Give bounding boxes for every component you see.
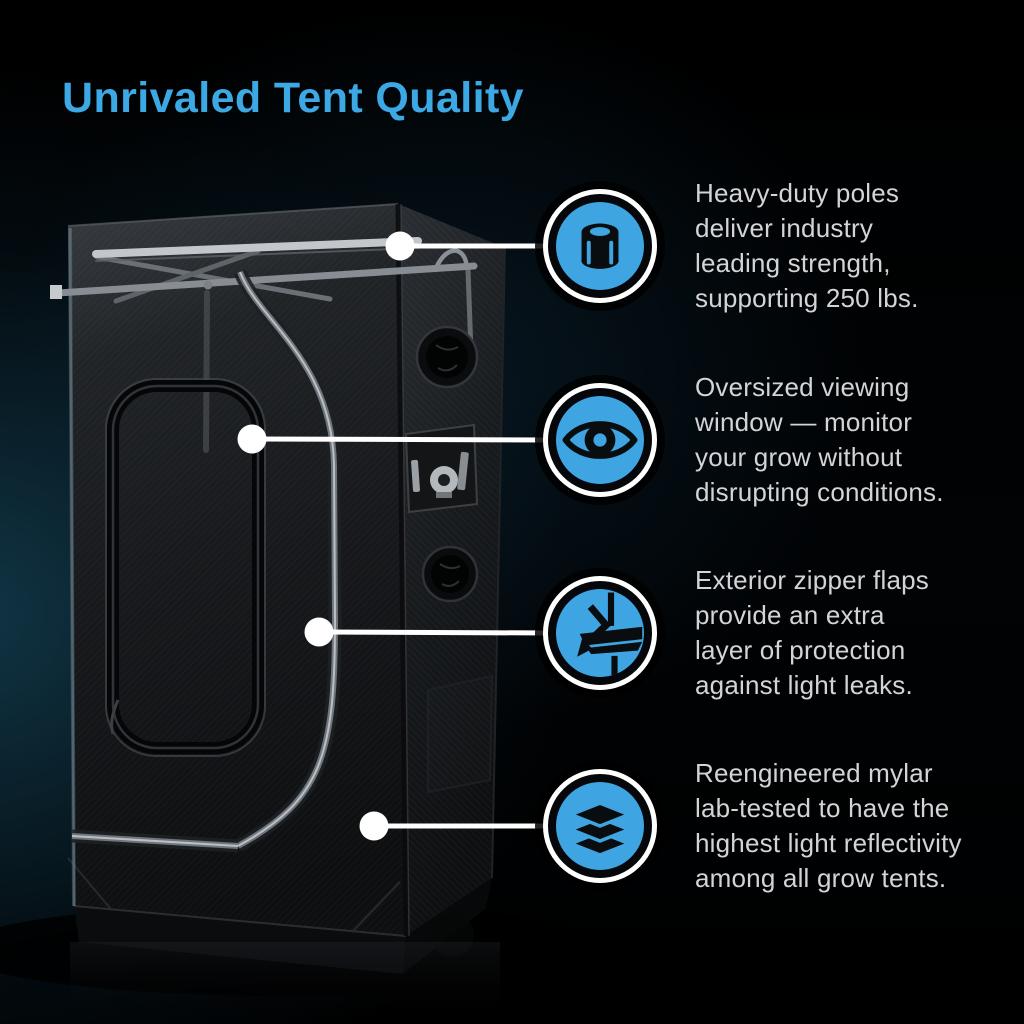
duct-port-middle [421,545,479,603]
feature-heavy-duty-poles: Heavy-duty poles deliver industry leadin… [543,178,919,313]
feature-text-line: against light leaks. [695,670,913,700]
icon-disc [556,782,644,870]
feature-text-line: lab-tested to have the [695,793,950,823]
feature-text-line: among all grow tents. [695,863,947,893]
eye-icon [562,421,638,459]
callout-line-window [251,436,553,443]
feature-icon-badge [543,189,657,303]
icon-disc [556,589,644,677]
feature-text: Reengineered mylar lab-tested to have th… [695,756,962,896]
feature-icon-badge [543,383,657,497]
callout-dot-poles [385,231,415,261]
feature-text-line: your grow without [695,442,903,472]
feature-mylar-reflectivity: Reengineered mylar lab-tested to have th… [543,758,962,893]
side-vent-panel [427,674,494,794]
feature-text-line: provide an extra [695,600,885,630]
feature-text-line: Reengineered mylar [695,758,933,788]
grow-tent [0,203,615,1022]
zipper-flap-icon [577,592,643,676]
callout-dot-mylar [359,811,389,841]
feature-text: Heavy-duty poles deliver industry leadin… [695,176,919,316]
viewing-window [105,378,266,757]
feature-text-line: supporting 250 lbs. [695,283,919,313]
feature-text-line: layer of protection [695,635,906,665]
icon-disc [556,202,644,290]
tent-edges [67,203,506,937]
feature-text-line: window — monitor [695,407,913,437]
callout-connectors [237,231,553,841]
feature-text: Exterior zipper flaps provide an extra l… [695,563,929,703]
door-zipper [71,269,342,853]
callout-dot-window [237,424,267,454]
callout-dot-zipper [304,617,334,647]
feature-viewing-window: Oversized viewing window — monitor your … [543,372,944,507]
feature-icon-badge [543,576,657,690]
feature-text-line: Exterior zipper flaps [695,565,929,595]
feature-text-line: leading strength, [695,248,891,278]
duct-port-top [415,325,479,389]
accessory-window [404,423,479,514]
callout-line-zipper [318,629,553,636]
feature-text-line: highest light reflectivity [695,828,962,858]
feature-icon-badge [543,769,657,883]
tent-frame-poles [50,237,478,453]
page-title: Unrivaled Tent Quality [62,74,524,122]
pole-icon [581,223,619,269]
feature-text: Oversized viewing window — monitor your … [695,370,944,510]
feature-text-line: Oversized viewing [695,372,910,402]
feature-text-line: disrupting conditions. [695,477,944,507]
floor-reflection [70,942,500,1022]
feature-text-line: deliver industry [695,213,874,243]
icon-disc [556,396,644,484]
feature-zipper-flaps: Exterior zipper flaps provide an extra l… [543,565,929,700]
feature-text-line: Heavy-duty poles [695,178,900,208]
layers-icon [566,801,634,857]
